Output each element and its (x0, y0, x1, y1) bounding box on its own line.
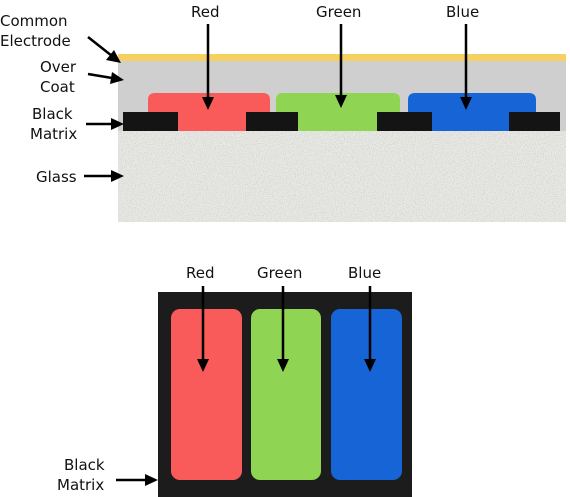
blue-subpixel (331, 309, 402, 480)
top-arrow-blue (364, 286, 376, 372)
black-matrix-block-1 (123, 112, 178, 131)
top-label-black-matrix-1: Black (64, 456, 105, 474)
red-filter (148, 93, 270, 131)
green-filter (276, 93, 400, 131)
top-label-blue: Blue (348, 264, 381, 282)
blue-filter (408, 93, 536, 131)
arrow-over-coat (87, 72, 124, 84)
label-red: Red (191, 3, 220, 21)
label-black-matrix-2: Matrix (30, 125, 77, 143)
arrow-blue (460, 24, 472, 110)
top-arrow-red (197, 286, 209, 372)
label-green: Green (316, 3, 361, 21)
black-matrix-block-3 (377, 112, 432, 131)
black-matrix-block-2 (246, 112, 298, 131)
arrow-glass (84, 170, 124, 182)
label-black-matrix-1: Black (32, 105, 73, 123)
label-common-electrode-2: Electrode (0, 32, 71, 50)
arrow-red (202, 24, 214, 110)
top-arrow-black-matrix (116, 474, 158, 486)
glass-texture (118, 131, 566, 222)
cross-section: Common Electrode Over Coat Black Matrix … (0, 3, 566, 222)
top-view: Red Green Blue Black Matrix (57, 264, 412, 497)
label-common-electrode-1: Common (0, 12, 68, 30)
arrow-black-matrix (86, 118, 124, 130)
black-matrix-block-4 (509, 112, 560, 131)
top-arrow-green (277, 286, 289, 372)
top-label-red: Red (186, 264, 215, 282)
top-label-green: Green (257, 264, 302, 282)
top-label-black-matrix-2: Matrix (57, 476, 104, 494)
label-glass: Glass (36, 168, 77, 186)
arrow-common-electrode (87, 36, 121, 63)
label-blue: Blue (446, 3, 479, 21)
label-over-coat-2: Coat (40, 78, 75, 96)
label-over-coat-1: Over (40, 58, 77, 76)
green-subpixel (251, 309, 321, 480)
arrow-green (335, 24, 347, 108)
red-subpixel (171, 309, 242, 480)
